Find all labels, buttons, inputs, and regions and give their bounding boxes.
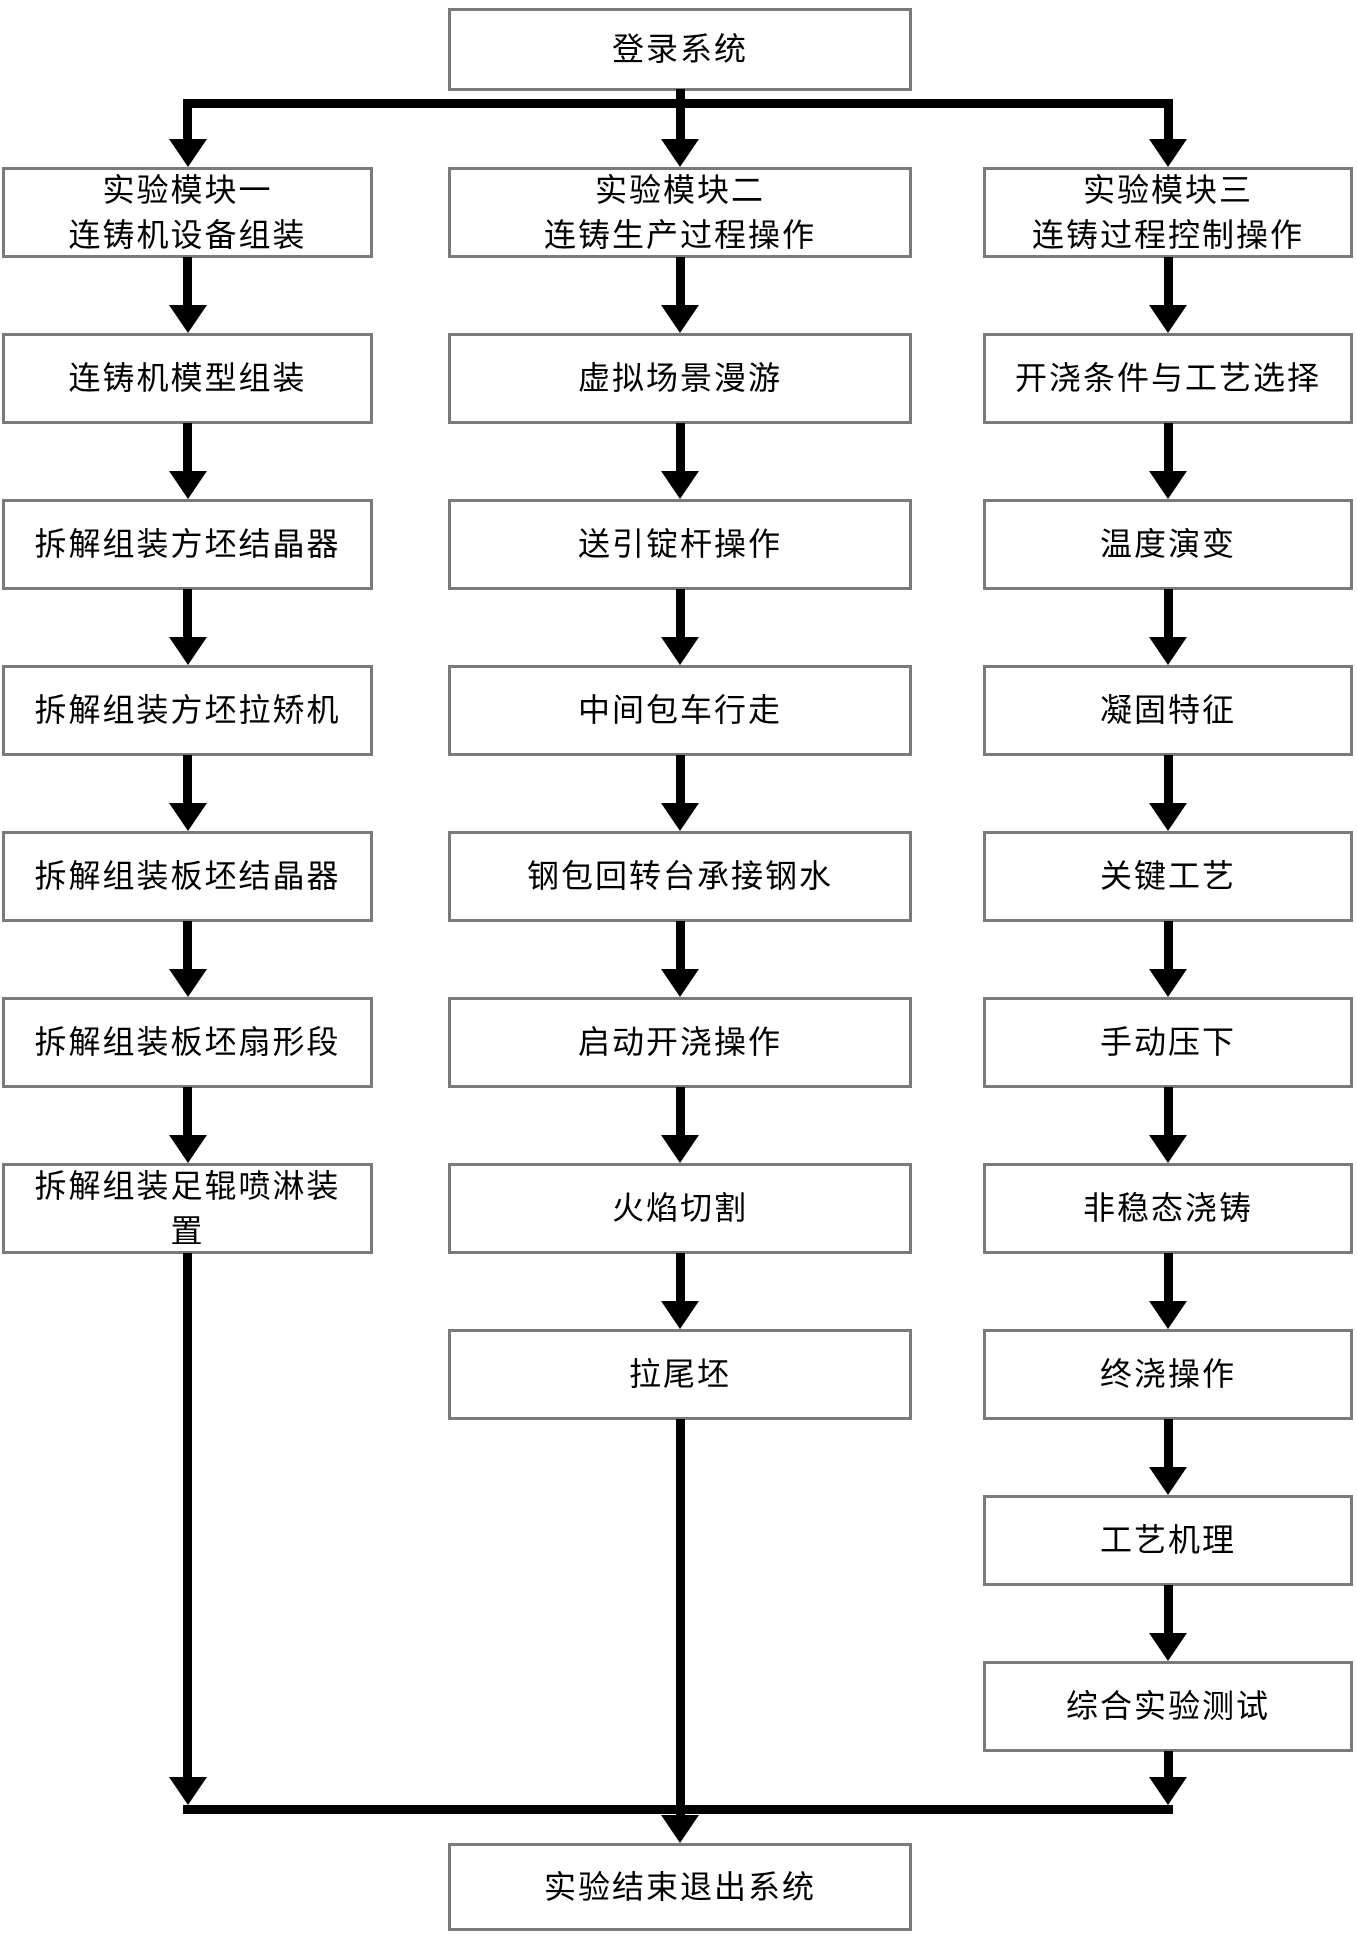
connector-top-arrowhead-module-2 <box>661 139 699 167</box>
node-module-1-header-line1: 实验模块一 <box>102 172 273 209</box>
node-module-3-step-5: 手动压下 <box>983 997 1353 1088</box>
arrow-line-module-3-1 <box>1163 423 1173 472</box>
node-module-3-step-3: 凝固特征 <box>983 665 1353 756</box>
node-module-1-step-4: 拆解组装板坯结晶器 <box>2 831 373 922</box>
node-module-3-step-7: 终浇操作 <box>983 1329 1353 1420</box>
arrow-line-module-1-3 <box>183 755 192 804</box>
arrow-head-module-3-3 <box>1149 803 1187 831</box>
arrow-line-module-1-1 <box>183 423 192 472</box>
node-module-2-header-line2: 连铸生产过程操作 <box>543 216 816 253</box>
arrow-line-module-2-4 <box>675 921 685 970</box>
arrow-head-module-3-4 <box>1149 969 1187 997</box>
arrow-line-module-3-7 <box>1163 1419 1173 1468</box>
arrow-head-module-2-5 <box>661 1135 699 1163</box>
connector-login-stem <box>675 89 685 108</box>
arrow-head-module-3-2 <box>1149 637 1187 665</box>
connector-bottom-arrowhead-module-2 <box>661 1815 699 1843</box>
node-module-2-step-5: 启动开浇操作 <box>448 997 912 1088</box>
node-module-2-step-6: 火焰切割 <box>448 1163 912 1254</box>
arrow-line-module-3-3 <box>1163 755 1173 804</box>
node-module-1-step-1: 连铸机模型组装 <box>2 333 373 424</box>
arrow-head-module-3-0 <box>1149 305 1187 333</box>
node-module-3-step-1: 开浇条件与工艺选择 <box>983 333 1353 424</box>
arrow-head-module-1-1 <box>168 471 207 499</box>
arrow-head-module-2-0 <box>661 305 699 333</box>
connector-bottom-line-module-1 <box>183 1253 192 1777</box>
node-module-2-step-1: 虚拟场景漫游 <box>448 333 912 424</box>
arrow-head-module-1-0 <box>168 305 207 333</box>
arrow-line-module-2-6 <box>675 1253 685 1302</box>
node-module-3-header-line1: 实验模块三 <box>1082 172 1253 209</box>
arrow-head-module-2-2 <box>661 637 699 665</box>
arrow-head-module-1-2 <box>168 637 207 665</box>
arrow-head-module-2-4 <box>661 969 699 997</box>
node-module-2-step-4: 钢包回转台承接钢水 <box>448 831 912 922</box>
arrow-head-module-2-1 <box>661 471 699 499</box>
arrow-line-module-2-1 <box>675 423 685 472</box>
connector-bottom-arrowhead-module-3 <box>1149 1777 1187 1805</box>
connector-top-arrowhead-module-1 <box>168 139 207 167</box>
arrow-line-module-1-4 <box>183 921 192 970</box>
connector-top-stem-module-3 <box>1163 107 1173 141</box>
node-module-3-step-9: 综合实验测试 <box>983 1661 1353 1752</box>
node-module-1-step-3: 拆解组装方坯拉矫机 <box>2 665 373 756</box>
connector-top-stem-module-2 <box>675 107 685 141</box>
arrow-head-module-3-7 <box>1149 1467 1187 1495</box>
node-module-3-step-4: 关键工艺 <box>983 831 1353 922</box>
node-module-3-header-line2: 连铸过程控制操作 <box>1031 216 1304 253</box>
arrow-line-module-1-0 <box>183 257 192 306</box>
node-module-3-step-8: 工艺机理 <box>983 1495 1353 1586</box>
node-end: 实验结束退出系统 <box>448 1843 912 1931</box>
arrow-head-module-2-3 <box>661 803 699 831</box>
arrow-line-module-3-2 <box>1163 589 1173 638</box>
node-module-3-header: 实验模块三连铸过程控制操作 <box>983 167 1353 258</box>
connector-top-stem-module-1 <box>183 107 192 141</box>
arrow-line-module-3-0 <box>1163 257 1173 306</box>
arrow-line-module-3-4 <box>1163 921 1173 970</box>
arrow-line-module-3-6 <box>1163 1253 1173 1302</box>
arrow-head-module-3-8 <box>1149 1633 1187 1661</box>
connector-bottom-line-module-2 <box>675 1419 685 1815</box>
node-module-1-step-5: 拆解组装板坯扇形段 <box>2 997 373 1088</box>
arrow-line-module-1-5 <box>183 1087 192 1136</box>
connector-top-branch-line <box>183 99 1173 108</box>
arrow-head-module-1-5 <box>168 1135 207 1163</box>
node-module-3-step-2: 温度演变 <box>983 499 1353 590</box>
arrow-line-module-3-5 <box>1163 1087 1173 1136</box>
node-module-2-step-7: 拉尾坯 <box>448 1329 912 1420</box>
arrow-head-module-2-6 <box>661 1301 699 1329</box>
arrow-head-module-1-3 <box>168 803 207 831</box>
arrow-line-module-2-5 <box>675 1087 685 1136</box>
connector-top-arrowhead-module-3 <box>1149 139 1187 167</box>
arrow-head-module-1-4 <box>168 969 207 997</box>
node-module-2-header-line1: 实验模块二 <box>594 172 765 209</box>
node-module-3-step-6: 非稳态浇铸 <box>983 1163 1353 1254</box>
node-module-2-header: 实验模块二连铸生产过程操作 <box>448 167 912 258</box>
arrow-line-module-3-8 <box>1163 1585 1173 1634</box>
node-login: 登录系统 <box>448 8 912 91</box>
connector-bottom-line-module-3 <box>1163 1751 1173 1777</box>
arrow-line-module-1-2 <box>183 589 192 638</box>
arrow-head-module-3-1 <box>1149 471 1187 499</box>
arrow-line-module-2-3 <box>675 755 685 804</box>
arrow-head-module-3-6 <box>1149 1301 1187 1329</box>
node-module-1-step-2: 拆解组装方坯结晶器 <box>2 499 373 590</box>
node-module-1-header-line2: 连铸机设备组装 <box>68 216 307 253</box>
arrow-line-module-2-2 <box>675 589 685 638</box>
node-module-1-header: 实验模块一连铸机设备组装 <box>2 167 373 258</box>
connector-bottom-arrowhead-module-1 <box>168 1777 207 1805</box>
arrow-line-module-2-0 <box>675 257 685 306</box>
arrow-head-module-3-5 <box>1149 1135 1187 1163</box>
node-module-2-step-3: 中间包车行走 <box>448 665 912 756</box>
node-module-1-step-6: 拆解组装足辊喷淋装 置 <box>2 1163 373 1254</box>
node-module-2-step-2: 送引锭杆操作 <box>448 499 912 590</box>
